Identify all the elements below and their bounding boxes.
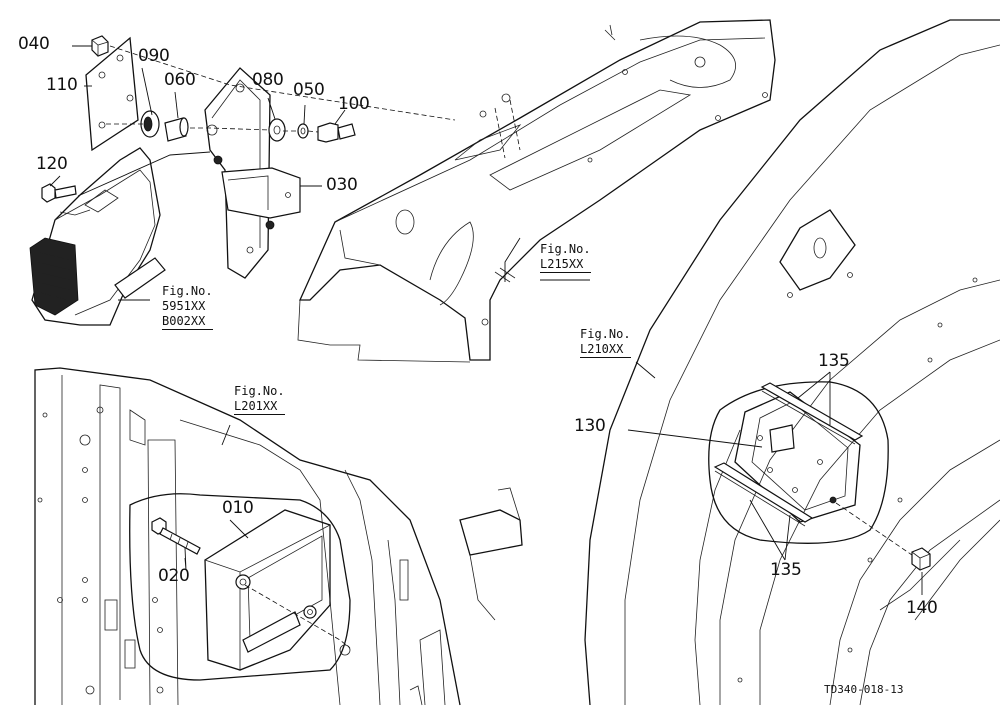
part-label-140: 140: [906, 598, 938, 618]
part-label-040: 040: [18, 34, 50, 54]
part-label-100: 100: [338, 94, 370, 114]
mounting-bracket-030: [204, 67, 301, 279]
rear-fender: [584, 19, 1000, 706]
figref-5951-line1: Fig.No.: [162, 284, 213, 298]
figref-L215-line2: L215XX: [540, 257, 591, 273]
cab-frame: [34, 367, 523, 706]
figref-L210-line2: L210XX: [580, 342, 631, 358]
upper-leader-lines: [49, 45, 590, 301]
part-label-135-lower: 135: [770, 560, 802, 580]
part-label-120: 120: [36, 154, 68, 174]
washer-080: [268, 118, 286, 142]
bolt-120: [41, 183, 77, 203]
part-label-110: 110: [46, 75, 78, 95]
part-label-135-upper: 135: [818, 351, 850, 371]
figref-L210-line1: Fig.No.: [580, 327, 631, 341]
figref-L215: Fig.No. L215XX: [540, 242, 591, 273]
part-label-010: 010: [222, 498, 254, 518]
figref-L201: Fig.No. L201XX: [234, 384, 285, 415]
bolt-040: [91, 35, 109, 57]
figref-L215-line1: Fig.No.: [540, 242, 591, 256]
part-label-020: 020: [158, 566, 190, 586]
part-label-080: 080: [252, 70, 284, 90]
grommet-090: [140, 110, 160, 138]
washer-050: [297, 123, 309, 139]
drawing-code: TD340-018-13: [824, 683, 904, 696]
part-label-030: 030: [326, 175, 358, 195]
upper-control-unit: [29, 147, 166, 326]
part-label-130: 130: [574, 416, 606, 436]
pad-135-upper: [760, 382, 864, 445]
figref-L210: Fig.No. L210XX: [580, 327, 631, 358]
part-label-050: 050: [293, 80, 325, 100]
figref-L201-line1: Fig.No.: [234, 384, 285, 398]
figref-5951-line2: 5951XX: [162, 299, 206, 313]
bolt-140: [911, 547, 931, 571]
bolt-100: [317, 122, 356, 143]
right-leader-lines: [627, 361, 923, 595]
figref-5951: Fig.No. 5951XX B002XX: [162, 284, 213, 330]
part-label-090: 090: [138, 46, 170, 66]
plate-110: [85, 36, 139, 152]
part-label-060: 060: [164, 70, 196, 90]
figref-L201-line2: L201XX: [234, 399, 285, 415]
bolt-020: [151, 517, 201, 555]
control-box-010: [204, 509, 331, 671]
figref-5951-line3: B002XX: [162, 314, 213, 330]
upper-frame-bracket: [297, 19, 776, 363]
collar-060: [164, 117, 189, 142]
lower-leader-lines: [184, 424, 351, 649]
